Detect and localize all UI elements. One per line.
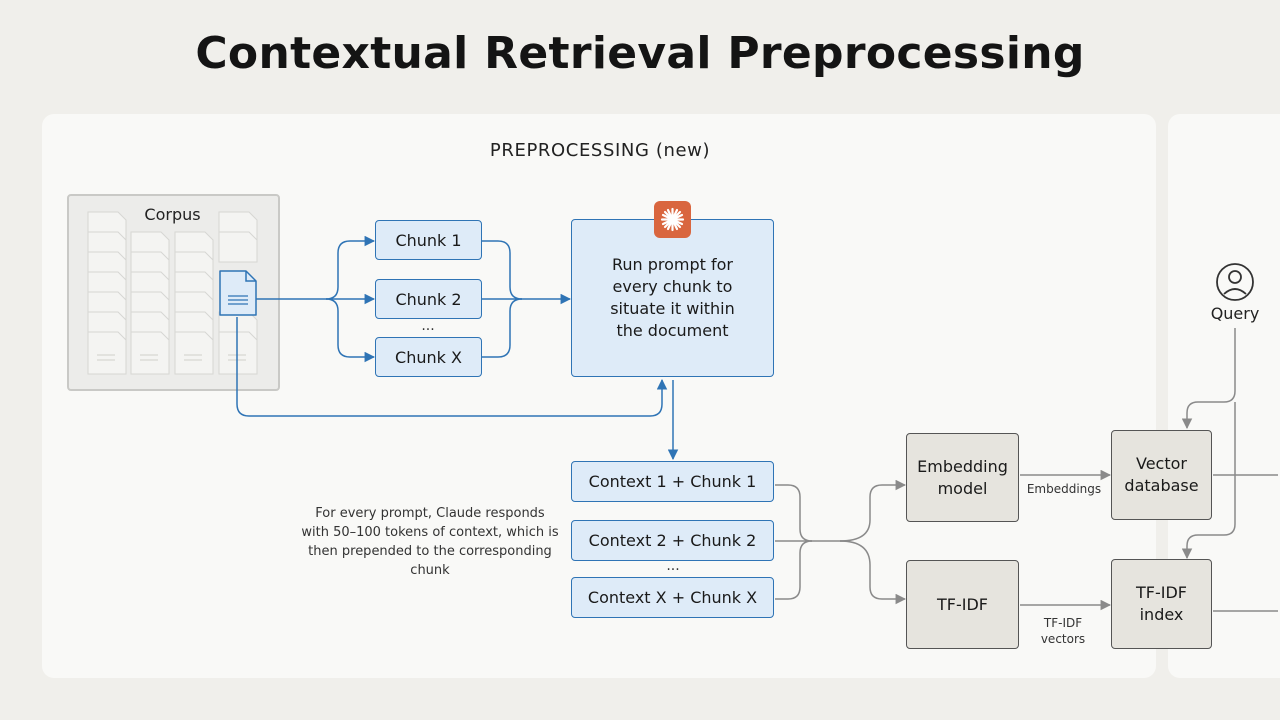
context-1-box: Context 1 + Chunk 1 [571,461,774,502]
section-title: PREPROCESSING (new) [489,140,711,161]
claude-logo [654,201,691,238]
context-2-box: Context 2 + Chunk 2 [571,520,774,561]
page-title: Contextual Retrieval Preprocessing [195,28,1085,79]
contexts-ellipsis: ... [666,558,680,574]
note-text: For every prompt, Claude responds with 5… [301,506,559,578]
vector-database-box: Vector database [1111,430,1212,520]
chunk-2-box: Chunk 2 [375,279,482,319]
embeddings-label: Embeddings [1026,482,1102,496]
tfidf-index-box: TF-IDF index [1111,559,1212,649]
tfidf-box: TF-IDF [906,560,1019,649]
tfidf-vectors-label: TF-IDF vectors [1040,616,1086,646]
prompt-box: Run prompt for every chunk to situate it… [571,219,774,377]
embedding-model-box: Embedding model [906,433,1019,522]
chunk-x-box: Chunk X [375,337,482,377]
query-label: Query [1210,304,1260,323]
sparkle-icon [660,207,685,232]
context-x-box: Context X + Chunk X [571,577,774,618]
chunks-ellipsis: ... [421,318,435,334]
chunk-1-box: Chunk 1 [375,220,482,260]
corpus-label: Corpus [144,205,201,224]
